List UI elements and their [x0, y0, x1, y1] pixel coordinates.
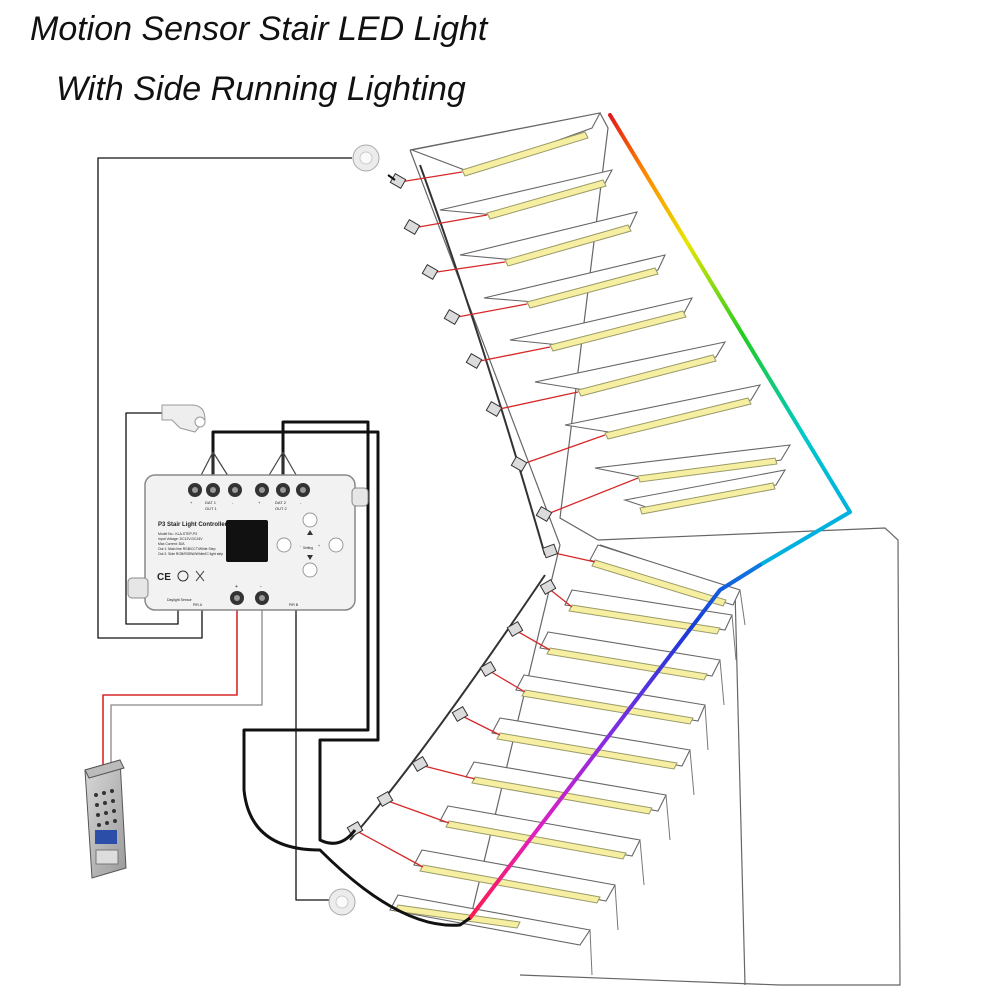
- out1-label: OUT 1: [205, 506, 217, 511]
- upper-step-4: [483, 254, 666, 303]
- lower-step-8: [413, 849, 616, 902]
- lower-step-7: [439, 805, 641, 857]
- weee-icon: [195, 570, 205, 582]
- step-feed-wires: [354, 171, 639, 868]
- spec-line-4: Out 1: Main line RGB/CCT/White Step: [158, 547, 216, 551]
- led-bar-icon: [496, 732, 678, 770]
- button-down[interactable]: [302, 562, 318, 578]
- lower-step-4: [515, 674, 706, 722]
- led-bar-icon: [419, 864, 601, 904]
- spec-line-3: Max Current: 30A: [158, 542, 185, 546]
- spec-line-2: Input Voltage: DC12V-DC24V: [158, 537, 203, 541]
- dat1-label: DAT 1: [205, 500, 217, 505]
- pir-b-label: PIR B: [289, 603, 299, 607]
- controller-buttons: [276, 512, 344, 578]
- led-bar-icon: [504, 224, 632, 267]
- dat2-label: DAT 2: [275, 500, 287, 505]
- stringer-lower: [349, 574, 546, 841]
- stringer-upper: [419, 164, 546, 556]
- upper-step-7: [564, 384, 762, 434]
- lower-step-6: [465, 761, 667, 812]
- led-bar-icon: [461, 131, 589, 177]
- side-strip-upper: [608, 113, 852, 567]
- pir-b-wire: [295, 605, 330, 901]
- plus-sign: +: [190, 500, 193, 505]
- controller-display: [226, 520, 268, 562]
- minus-sign: -: [300, 544, 302, 548]
- setting-label: Setting: [303, 546, 313, 550]
- led-bar-icon: [637, 457, 778, 483]
- upper-step-1: [410, 112, 602, 173]
- out2-label: OUT 2: [275, 506, 287, 511]
- upper-step-8: [594, 444, 792, 479]
- plus-sign: +: [258, 500, 261, 505]
- led-bar-icon: [486, 179, 607, 220]
- dat1-terminals: [188, 483, 242, 497]
- led-bar-icon: [445, 820, 627, 860]
- pir-sensor-bottom: [328, 888, 356, 916]
- title-line-1: Motion Sensor Stair LED Light: [30, 10, 488, 48]
- minus-sign: -: [300, 500, 302, 505]
- dat2-terminals: [255, 483, 310, 497]
- ce-mark: CE: [157, 572, 171, 583]
- button-up[interactable]: [302, 512, 318, 528]
- side-strip-lower: [468, 563, 762, 920]
- power-white-wire: [110, 610, 263, 765]
- title-line-2: With Side Running Lighting: [56, 70, 466, 108]
- button-left[interactable]: [276, 537, 292, 553]
- controller: + - DAT 1 DAT 2 + - OUT 1 OUT 2 P3 Stair…: [127, 474, 369, 611]
- plus-sign: +: [318, 544, 320, 548]
- led-bar-icon: [639, 482, 776, 515]
- led-bar-icon: [549, 310, 687, 352]
- power-supply: [84, 759, 127, 879]
- button-right[interactable]: [328, 537, 344, 553]
- pir-sensor-top: [352, 144, 380, 172]
- plus-sign: +: [235, 584, 238, 590]
- minus-sign: -: [232, 500, 234, 505]
- daylight-label: Daylight Sensor: [167, 598, 193, 602]
- spec-line-1: Model No.: KLA-STEP-P3: [158, 532, 197, 536]
- lower-step-3: [539, 631, 721, 677]
- upper-step-3: [459, 211, 638, 261]
- stair-wall-right: [519, 527, 901, 986]
- daylight-sensor-icon: [161, 404, 206, 433]
- daylight-sensor: [161, 404, 206, 433]
- led-bar-icon: [546, 647, 708, 681]
- lower-flight: [389, 544, 741, 946]
- minus-sign: -: [260, 584, 262, 590]
- rohs-icon: [177, 570, 189, 582]
- arrow-down-icon: [307, 555, 313, 560]
- lower-step-5: [491, 717, 691, 767]
- power-red-wire: [102, 610, 238, 765]
- controller-name: P3 Stair Light Controller: [158, 522, 228, 528]
- upper-flight: [410, 112, 792, 511]
- lower-risers: [589, 589, 746, 976]
- led-bar-icon: [568, 604, 721, 635]
- led-bar-icon: [604, 397, 752, 440]
- dat1-into-stringer: [387, 174, 396, 181]
- spec-line-5: Out 2: Side RGB/RGBW/White/IC light stri…: [158, 552, 223, 556]
- upper-led-bars: [461, 131, 778, 515]
- side-running-strip: [468, 113, 852, 920]
- led-bar-icon: [577, 354, 717, 397]
- upper-step-6: [534, 341, 727, 391]
- dat1-wire: [211, 430, 380, 845]
- led-bar-icon: [521, 689, 694, 725]
- pir-a-label: PIR A: [193, 603, 203, 607]
- led-bar-icon: [591, 559, 727, 607]
- lower-step-1: [589, 544, 741, 606]
- arrow-up-icon: [307, 530, 313, 535]
- led-bar-icon: [526, 267, 659, 309]
- dat2-wire: [242, 420, 471, 927]
- pir-a-wire: [97, 157, 352, 639]
- daylight-wire: [125, 412, 179, 625]
- step-connectors: [346, 172, 558, 838]
- lower-step-2: [564, 589, 733, 631]
